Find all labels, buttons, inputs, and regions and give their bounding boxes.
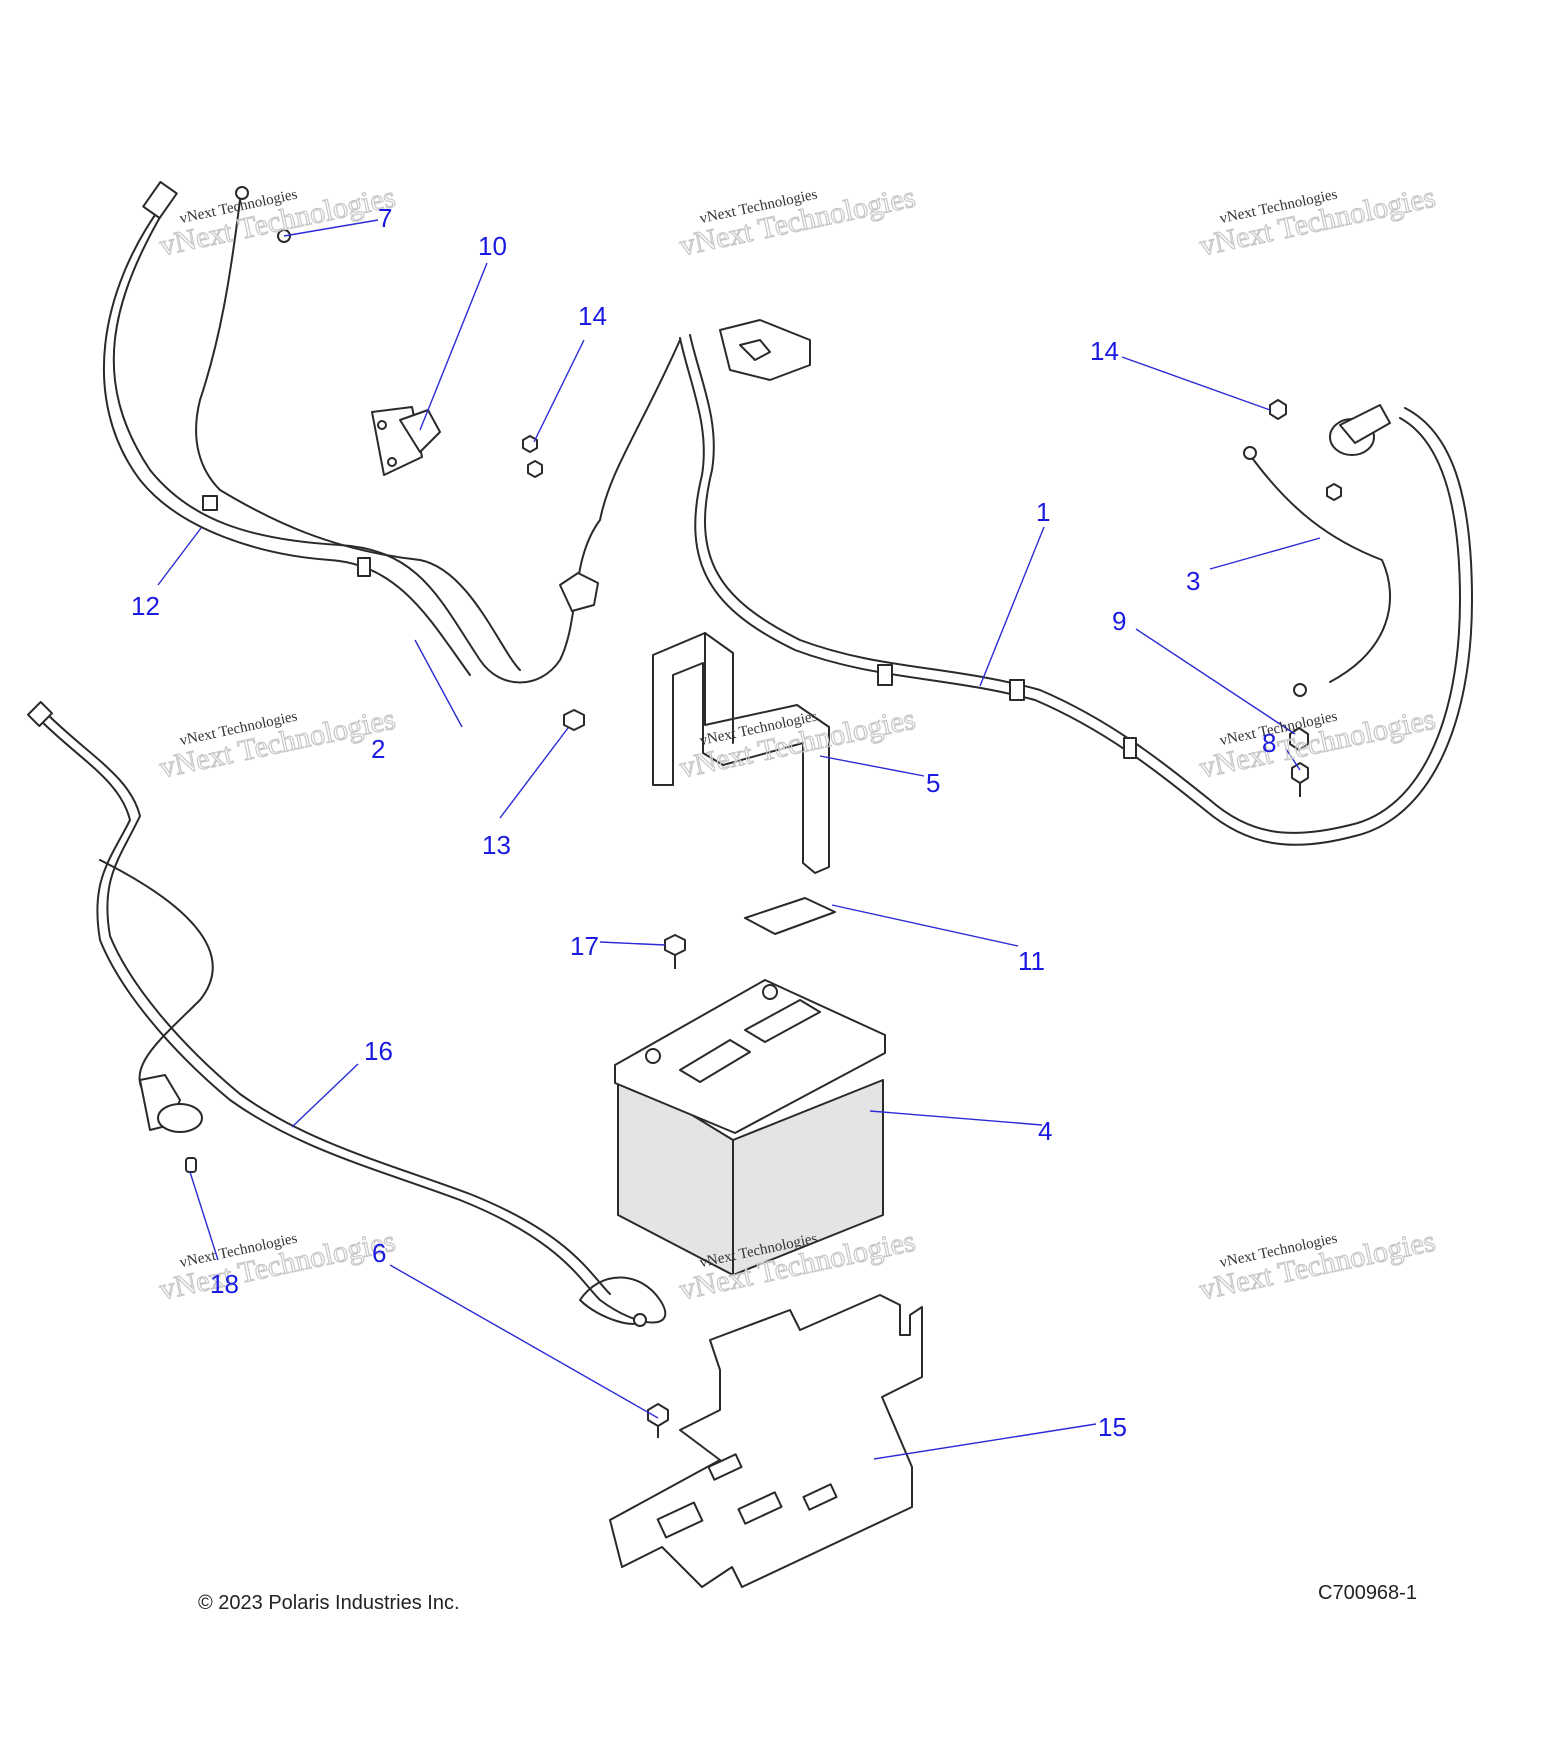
bracket-5 <box>652 632 830 874</box>
callout-7[interactable]: 7 <box>378 203 392 233</box>
callout-4[interactable]: 4 <box>1038 1116 1052 1146</box>
watermark-4: vNext Technologies vNext Technologies <box>156 702 399 785</box>
bolt-8 <box>1291 762 1309 797</box>
callout-14-left[interactable]: 14 <box>578 301 607 331</box>
nut-14-left <box>522 435 538 453</box>
drawing-number: C700968-1 <box>1318 1582 1417 1604</box>
leader-lines <box>157 219 1321 1460</box>
callout-10[interactable]: 10 <box>478 231 507 261</box>
watermark-5: vNext Technologies vNext Technologies <box>676 702 919 785</box>
callouts: 1 2 3 4 5 6 7 8 9 10 11 12 13 14 14 15 1… <box>131 203 1276 1442</box>
watermark-7: vNext Technologies vNext Technologies <box>156 1224 399 1307</box>
callout-5[interactable]: 5 <box>926 768 940 798</box>
nut-14-right <box>1269 399 1287 420</box>
bolt-17 <box>664 934 686 969</box>
bolt-13 <box>563 709 585 731</box>
watermark-3: vNext Technologies vNext Technologies <box>1196 180 1439 263</box>
callout-3[interactable]: 3 <box>1186 566 1200 596</box>
harness-2 <box>103 180 681 684</box>
harness-16 <box>26 700 667 1327</box>
callout-17[interactable]: 17 <box>570 931 599 961</box>
callout-14-right[interactable]: 14 <box>1090 336 1119 366</box>
callout-6[interactable]: 6 <box>372 1238 386 1268</box>
callout-8[interactable]: 8 <box>1262 728 1276 758</box>
battery-4 <box>614 979 886 1276</box>
callout-12[interactable]: 12 <box>131 591 160 621</box>
watermark-1: vNext Technologies vNext Technologies <box>156 180 399 263</box>
copyright-notice: © 2023 Polaris Industries Inc. <box>198 1592 460 1614</box>
pad-11 <box>744 897 836 935</box>
callout-1[interactable]: 1 <box>1036 497 1050 527</box>
callout-15[interactable]: 15 <box>1098 1412 1127 1442</box>
cap-18 <box>185 1157 197 1173</box>
watermark-2: vNext Technologies vNext Technologies <box>676 180 919 263</box>
callout-2[interactable]: 2 <box>371 734 385 764</box>
bolt-6 <box>647 1403 669 1438</box>
tray-15 <box>609 1294 923 1588</box>
callout-13[interactable]: 13 <box>482 830 511 860</box>
harness-1 <box>679 319 1473 846</box>
callout-18[interactable]: 18 <box>210 1269 239 1299</box>
fasteners <box>185 229 1342 1438</box>
callout-16[interactable]: 16 <box>364 1036 393 1066</box>
relay-10 <box>371 406 441 476</box>
callout-11[interactable]: 11 <box>1018 946 1045 976</box>
callout-9[interactable]: 9 <box>1112 606 1126 636</box>
cable-3 <box>1243 446 1392 697</box>
watermark-6: vNext Technologies vNext Technologies <box>1196 702 1439 785</box>
watermark-9: vNext Technologies vNext Technologies <box>1196 1224 1439 1307</box>
